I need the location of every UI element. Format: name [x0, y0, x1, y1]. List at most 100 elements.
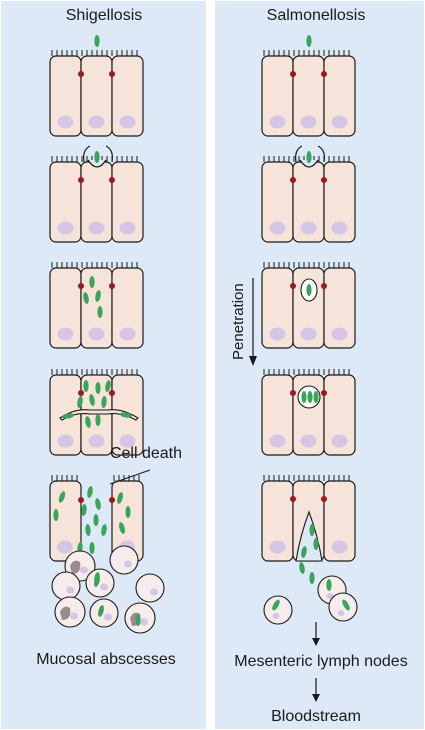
tight-junction — [78, 390, 84, 396]
tight-junction — [78, 497, 84, 503]
cell-nucleus — [119, 434, 136, 448]
bacterium — [313, 391, 319, 403]
cell-nucleus — [57, 327, 74, 341]
epithelial-cell — [323, 480, 356, 562]
tight-junction — [109, 390, 115, 396]
neutrophil — [85, 568, 115, 598]
bacterium — [135, 614, 141, 626]
cell-nucleus — [331, 221, 348, 235]
cell-nucleus — [88, 221, 105, 235]
cell-nucleus — [331, 540, 348, 554]
bacterium — [101, 524, 107, 536]
mucosal-abscesses-label: Mucosal abscesses — [36, 651, 176, 668]
bacterium — [77, 396, 83, 408]
bacterium — [95, 382, 101, 394]
arrow-to-lymph-head — [312, 638, 320, 646]
penetration-arrowhead — [249, 356, 257, 366]
salmonella-bacterium — [306, 151, 312, 163]
bacterium — [93, 514, 99, 526]
neutrophil-nucleus — [124, 560, 132, 568]
cell-nucleus — [331, 115, 348, 129]
cell-nucleus — [88, 327, 105, 341]
uptake-vacuole — [87, 159, 107, 168]
bacterium — [313, 538, 319, 550]
arrow-to-blood-head — [312, 694, 320, 702]
shigellosis-title: Shigellosis — [65, 7, 143, 24]
bacterium — [105, 380, 111, 392]
epithelial-cell — [111, 55, 144, 137]
tight-junction — [321, 71, 327, 77]
tight-junction — [78, 283, 84, 289]
uptake-vacuole — [299, 159, 319, 168]
neutrophil-nucleus — [70, 612, 78, 620]
bacterium — [119, 522, 125, 534]
cell-nucleus — [57, 434, 74, 448]
bloodstream-label: Bloodstream — [271, 708, 361, 725]
cell-nucleus — [57, 115, 74, 129]
bacterium — [299, 562, 305, 574]
cell-nucleus — [119, 327, 136, 341]
bacterium — [85, 524, 91, 536]
bacterium — [95, 414, 101, 426]
tight-junction — [290, 390, 296, 396]
cell-nucleus — [269, 115, 286, 129]
neutrophil-nucleus — [104, 613, 112, 621]
cell-nucleus — [57, 540, 73, 554]
bacterium — [95, 290, 101, 302]
bacterium — [309, 572, 315, 584]
cell-nucleus — [300, 221, 317, 235]
cell-nucleus — [300, 327, 317, 341]
bacterium — [95, 498, 101, 510]
epithelial-cell — [111, 161, 144, 243]
bacterium — [272, 599, 280, 611]
mesenteric-lymph-nodes-label: Mesenteric lymph nodes — [234, 653, 408, 670]
neutrophil-nucleus — [140, 618, 148, 626]
bacterium — [81, 504, 87, 516]
tight-junction — [321, 177, 327, 183]
bacterium — [62, 413, 74, 419]
tight-junction — [78, 71, 84, 77]
neutrophil-nucleus — [66, 586, 74, 594]
macrophage-nucleus — [272, 613, 280, 619]
tight-junction — [109, 177, 115, 183]
bacterium — [309, 524, 315, 536]
cell-nucleus — [331, 434, 348, 448]
epithelial-cell — [323, 161, 356, 243]
neutrophil-nucleus — [150, 588, 158, 596]
bacterium — [87, 486, 93, 498]
cell-nucleus — [88, 115, 105, 129]
neutrophil — [109, 545, 139, 575]
shigella-bacterium — [94, 35, 100, 47]
cell-nucleus — [269, 221, 286, 235]
bacterium — [85, 416, 91, 428]
bacterium — [89, 394, 95, 406]
cell-nucleus — [119, 115, 136, 129]
bacterium — [101, 396, 107, 408]
cell-nucleus — [300, 115, 317, 129]
macrophage — [328, 592, 358, 622]
salmonella-bacterium — [306, 35, 312, 47]
bacterium — [94, 572, 100, 584]
phagocytosed-bacterium — [98, 605, 104, 617]
neutrophil — [89, 598, 119, 628]
tight-junction — [109, 71, 115, 77]
neutrophil — [135, 573, 165, 603]
neutrophil — [51, 571, 81, 601]
bacterium — [306, 284, 312, 296]
penetration-label: Penetration — [230, 283, 247, 360]
cell-nucleus — [57, 221, 74, 235]
epithelial-cell — [111, 267, 144, 349]
tight-junction — [321, 283, 327, 289]
cell-nucleus — [269, 540, 286, 554]
cell-nucleus — [119, 221, 136, 235]
cell-nucleus — [300, 434, 317, 448]
tight-junction — [290, 283, 296, 289]
cell-nucleus — [331, 327, 348, 341]
bacterium — [117, 492, 123, 504]
tight-junction — [290, 496, 296, 502]
bacterium — [125, 506, 131, 518]
bacterium — [89, 276, 95, 288]
tight-junction — [78, 177, 84, 183]
epithelial-cell — [323, 55, 356, 137]
